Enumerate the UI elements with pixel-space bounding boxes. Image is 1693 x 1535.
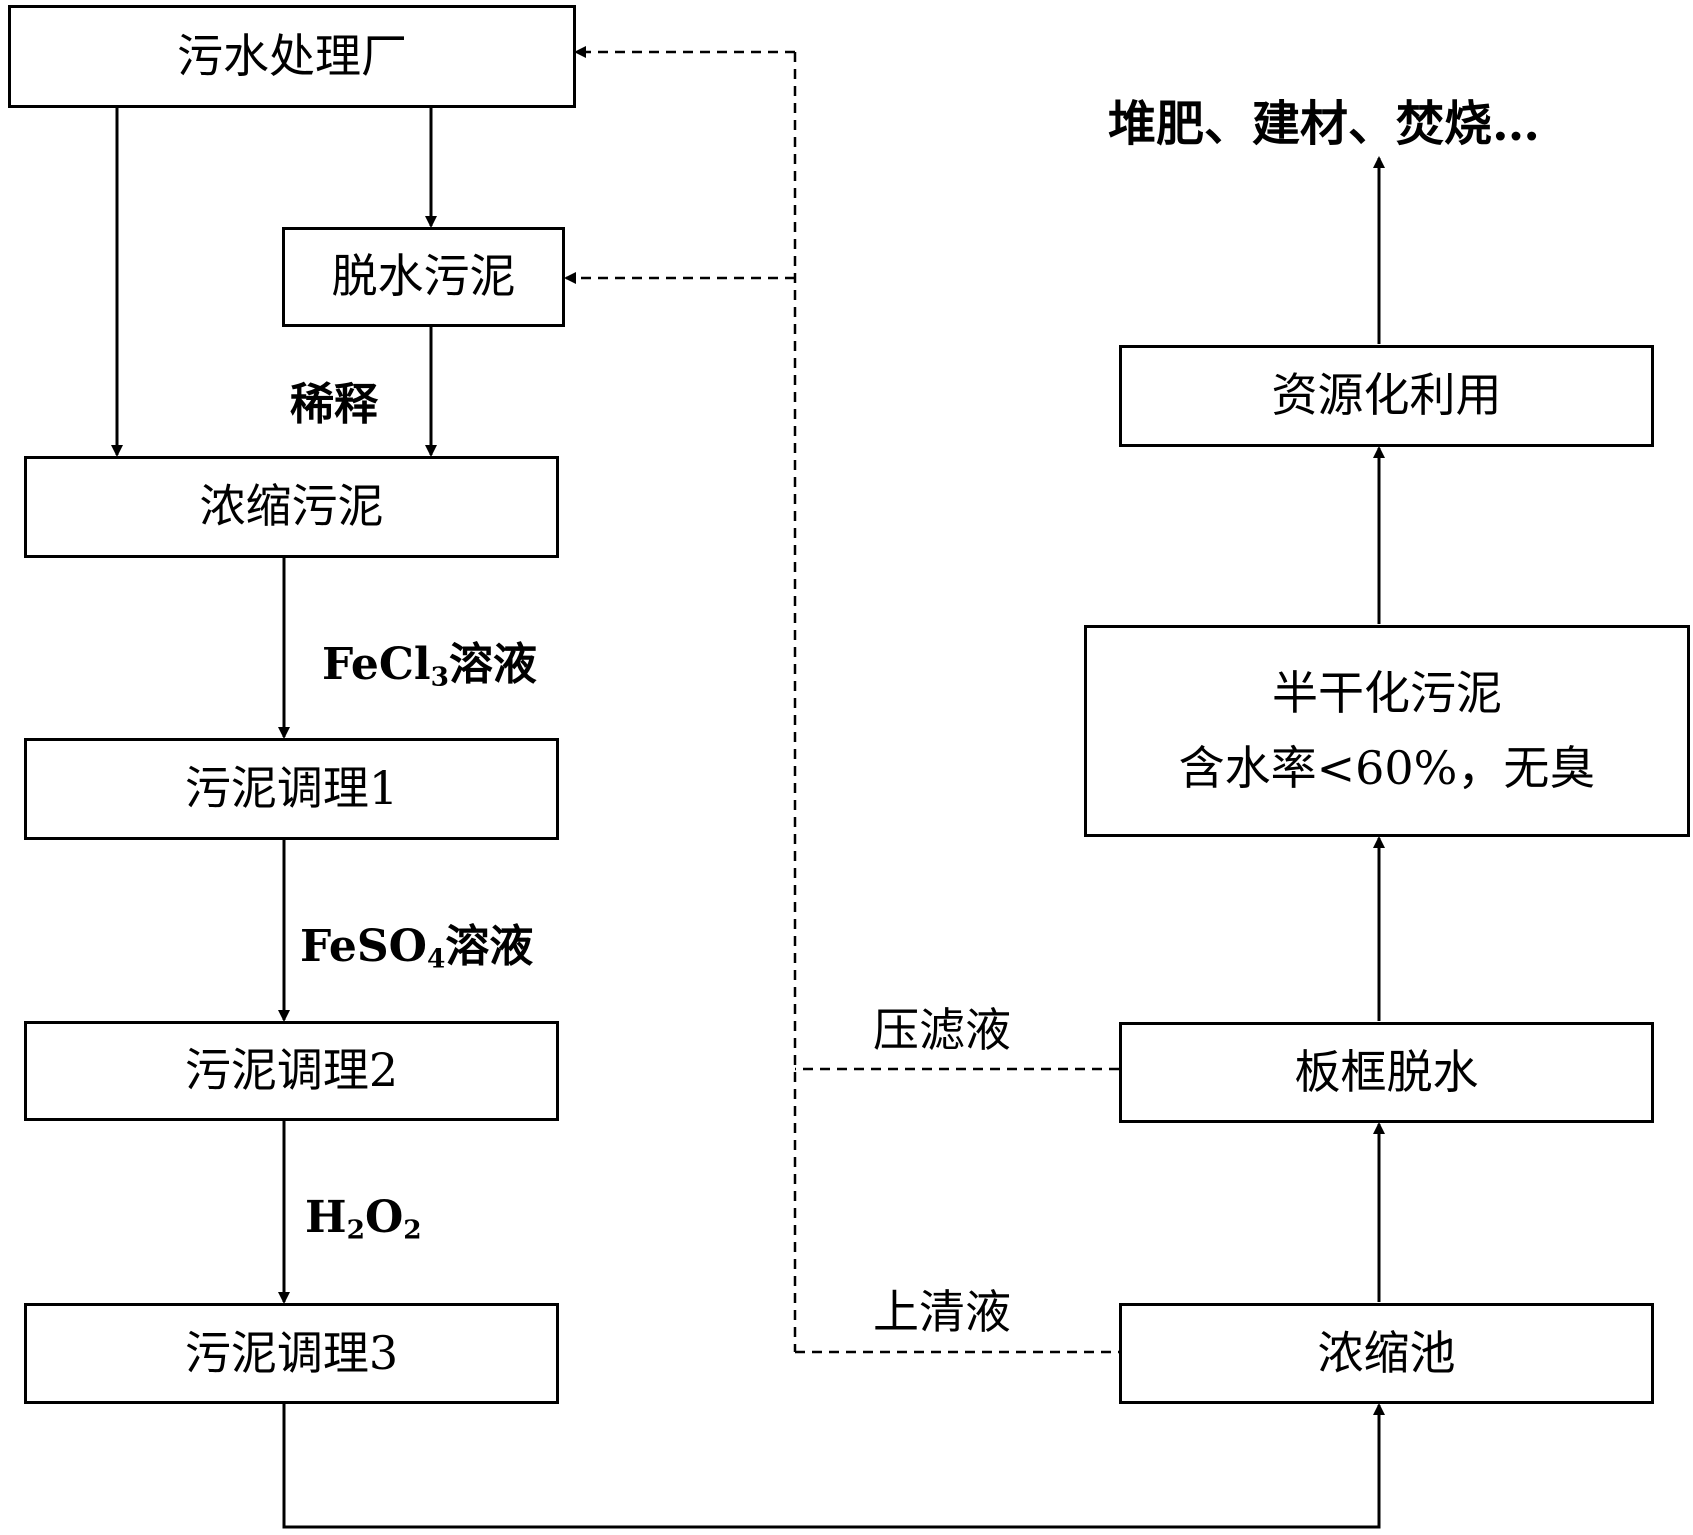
label-fecl3-solution: FeCl3溶液 [322, 639, 537, 693]
node-semi-dried-sludge: 半干化污泥 含水率<60%，无臭 [1084, 625, 1690, 837]
semi-dried-title: 半干化污泥 [1272, 665, 1502, 720]
node-conditioning-3: 污泥调理3 [24, 1303, 559, 1404]
label-dilute: 稀释 [290, 379, 378, 430]
node-thickened-sludge: 浓缩污泥 [24, 456, 559, 558]
end-uses-text: 堆肥、建材、焚烧… [1108, 96, 1541, 152]
node-plate-frame-dewatering: 板框脱水 [1119, 1022, 1654, 1123]
node-thickening-tank: 浓缩池 [1119, 1303, 1654, 1404]
label-supernatant: 上清液 [873, 1285, 1011, 1339]
label-feso4-solution: FeSO4溶液 [300, 921, 534, 975]
arrow-cond3-to-tank [282, 1403, 1385, 1529]
label-filtrate: 压滤液 [873, 1003, 1011, 1057]
node-conditioning-1: 污泥调理1 [24, 738, 559, 840]
node-dewatered-sludge: 脱水污泥 [282, 227, 565, 327]
semi-dried-note: 含水率<60%，无臭 [1178, 741, 1596, 795]
node-resource-utilization: 资源化利用 [1119, 345, 1654, 447]
node-sewage-plant: 污水处理厂 [8, 5, 576, 108]
label-h2o2: H2O2 [305, 1192, 422, 1246]
node-conditioning-2: 污泥调理2 [24, 1021, 559, 1121]
